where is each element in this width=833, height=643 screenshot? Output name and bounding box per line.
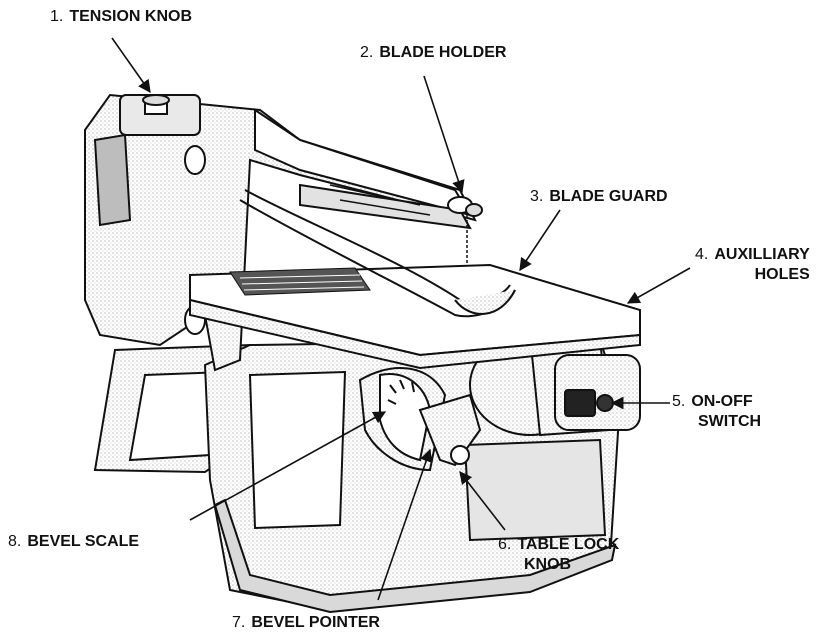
bevel-assembly bbox=[358, 367, 482, 472]
label-blade-holder: 2.BLADE HOLDER bbox=[360, 44, 507, 61]
motor-housing bbox=[469, 333, 641, 437]
label-blade-guard: 3.BLADE GUARD bbox=[530, 188, 668, 205]
label-tension-knob: 1.TENSION KNOB bbox=[50, 8, 193, 25]
label-auxilliary-holes: 4.AUXILLIARY HOLES bbox=[695, 246, 810, 283]
saw-table bbox=[189, 263, 641, 370]
label-on-off-switch: 5.ON-OFF SWITCH bbox=[672, 393, 762, 430]
label-bevel-pointer: 7.BEVEL POINTER bbox=[232, 614, 380, 631]
blade-guard-shape bbox=[239, 189, 516, 318]
label-table-lock-knob: 6.TABLE LOCK KNOB bbox=[498, 536, 620, 573]
tension-knob-shape bbox=[142, 94, 170, 115]
leader-lines bbox=[111, 37, 691, 601]
blade-holder-shape bbox=[447, 196, 483, 300]
label-bevel-scale: 8.BEVEL SCALE bbox=[8, 533, 140, 550]
saw-frame bbox=[84, 93, 477, 372]
